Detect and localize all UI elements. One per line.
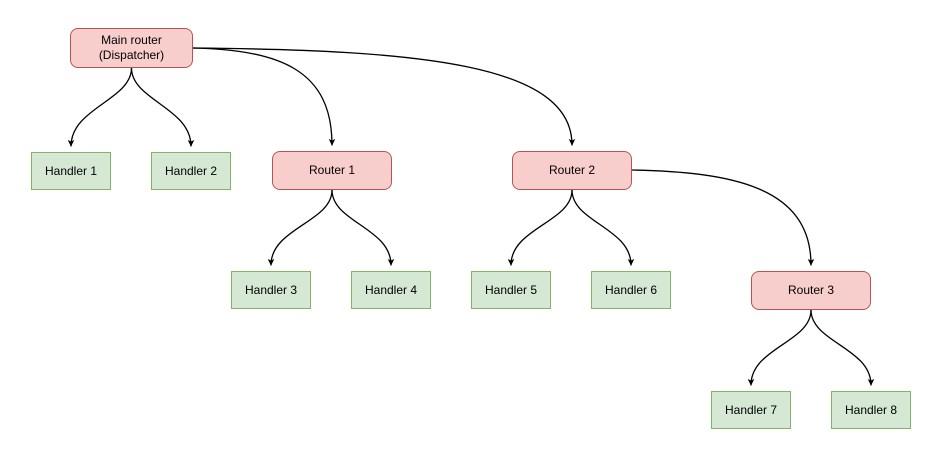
node-handler-8[interactable]: Handler 8 [831,391,911,429]
node-router-3[interactable]: Router 3 [751,271,871,310]
edge-router-1-to-handler-4 [331,189,395,266]
node-main-router[interactable]: Main router (Dispatcher) [70,28,193,68]
node-handler-4[interactable]: Handler 4 [351,271,431,309]
node-label-router-2: Router 2 [548,163,596,177]
node-label-handler-3: Handler 3 [244,282,298,297]
node-handler-5[interactable]: Handler 5 [471,271,551,309]
edge-main-to-router-2 [192,47,576,146]
node-handler-6[interactable]: Handler 6 [591,271,671,309]
node-handler-3[interactable]: Handler 3 [231,271,311,309]
edge-router-3-to-handler-7 [747,309,812,386]
node-router-2[interactable]: Router 2 [512,151,632,190]
node-label-router-1: Router 1 [308,163,356,177]
node-handler-2[interactable]: Handler 2 [151,152,231,190]
node-label-handler-8: Handler 8 [844,402,898,417]
node-label-handler-5: Handler 5 [484,282,538,297]
node-router-1[interactable]: Router 1 [272,151,392,190]
edge-router-2-to-handler-6 [571,189,635,266]
node-label-handler-4: Handler 4 [364,282,418,297]
edge-router-3-to-handler-8 [810,309,875,386]
node-label-handler-7: Handler 7 [724,402,778,417]
edge-group [67,47,875,386]
edge-router-2-to-handler-5 [507,189,573,266]
edge-main-to-handler-2 [130,67,195,147]
node-handler-1[interactable]: Handler 1 [31,152,111,190]
edge-main-to-router-1 [192,47,336,146]
node-handler-7[interactable]: Handler 7 [711,391,791,429]
node-label-main-router: Main router (Dispatcher) [98,33,165,62]
edge-main-to-handler-1 [67,67,133,147]
node-label-handler-1: Handler 1 [44,163,98,178]
node-label-handler-6: Handler 6 [604,282,658,297]
node-label-handler-2: Handler 2 [164,163,218,178]
node-label-router-3: Router 3 [787,283,835,297]
edge-router-1-to-handler-3 [267,189,333,266]
edge-router-2-to-router-3 [631,169,815,266]
